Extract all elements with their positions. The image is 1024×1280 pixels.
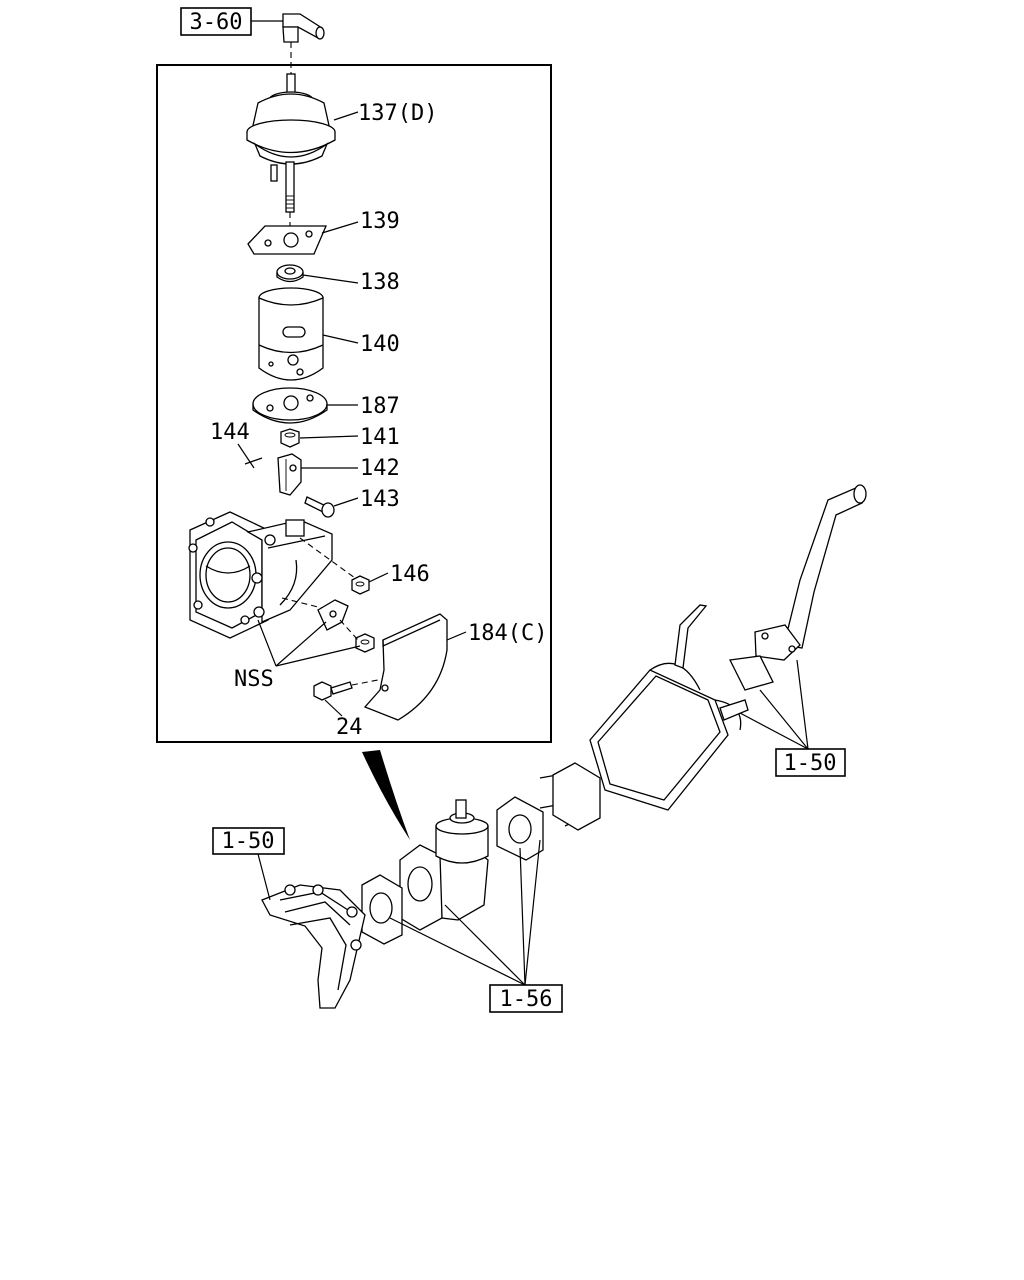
tailpipe (729, 484, 867, 691)
detail-inset-frame (156, 64, 552, 743)
valve-assembly-lower (399, 799, 489, 931)
cover-140 (258, 287, 324, 381)
exhaust-brake-valve-body (188, 511, 333, 639)
ref-box-3-60[interactable] (180, 7, 252, 36)
plate-139 (247, 225, 327, 255)
ref-box-1-50-right[interactable] (775, 748, 846, 777)
callout-137[interactable]: 137(D) (358, 101, 437, 126)
pin-143 (304, 496, 335, 518)
plate-187 (252, 387, 328, 424)
detail-pointer-arrow (362, 750, 410, 840)
washer-138 (276, 264, 304, 283)
ref-label-3-60: 3-60 (190, 10, 243, 35)
actuator-137 (246, 73, 336, 232)
nut-nss (355, 633, 375, 653)
ref-label-1-50-right: 1-50 (784, 751, 837, 776)
ref-3-60-group: 3-60 (180, 7, 325, 80)
callout-143[interactable]: 143 (360, 487, 400, 512)
callout-144[interactable]: 144 (210, 420, 250, 445)
callout-187[interactable]: 187 (360, 394, 400, 419)
nut-141 (280, 428, 300, 448)
callout-146[interactable]: 146 (390, 562, 430, 587)
ref-label-1-56: 1-56 (500, 987, 553, 1012)
callout-142[interactable]: 142 (360, 456, 400, 481)
callout-24[interactable]: 24 (336, 715, 363, 740)
gasket-left (361, 874, 403, 945)
bolt-24 (313, 681, 353, 701)
pin-144 (244, 457, 263, 465)
muffler (589, 604, 749, 811)
flange-pipe (552, 762, 601, 831)
callout-139[interactable]: 139 (360, 209, 400, 234)
ref-label-1-50-left: 1-50 (222, 829, 275, 854)
bracket-184 (363, 613, 448, 721)
nut-146 (351, 575, 370, 595)
ref-box-1-56[interactable] (489, 984, 563, 1013)
exhaust-manifold (261, 884, 366, 1009)
ref-box-1-50-left[interactable] (212, 827, 285, 855)
clevis-142 (277, 453, 302, 496)
callout-nss[interactable]: NSS (234, 667, 274, 692)
callout-184[interactable]: 184(C) (468, 621, 547, 646)
gasket-right (496, 796, 544, 861)
callout-141[interactable]: 141 (360, 425, 400, 450)
callout-138[interactable]: 138 (360, 270, 400, 295)
callout-140[interactable]: 140 (360, 332, 400, 357)
